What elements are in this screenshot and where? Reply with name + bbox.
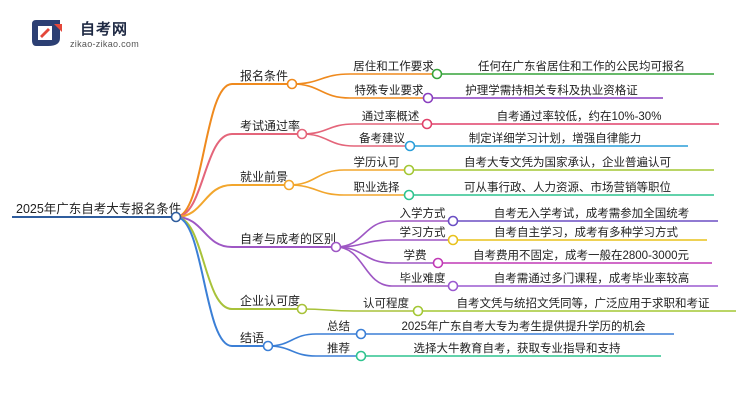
branch-label: 结语 <box>240 331 264 345</box>
branch-connector <box>175 184 233 218</box>
leaf-description: 自考自主学习，成考有多种学习方式 <box>494 225 678 239</box>
leaf-label: 特殊专业要求 <box>355 83 424 97</box>
leaf-connector <box>335 246 393 264</box>
branch-node-dot[interactable] <box>262 340 274 352</box>
leaf-description: 自考文凭与统招文凭同等，广泛应用于求职和考证 <box>457 296 710 310</box>
leaf-description: 选择大牛教育自考，获取专业指导和支持 <box>414 341 621 355</box>
branch-connector <box>175 216 233 248</box>
leaf-label: 学历认可 <box>354 155 400 169</box>
branch-label: 企业认可度 <box>240 293 300 308</box>
leaf-label: 认可程度 <box>363 296 409 310</box>
leaf-description: 自考费用不固定，成考一般在2800-3000元 <box>473 248 689 262</box>
leaf-label: 职业选择 <box>354 180 400 194</box>
leaf-description: 任何在广东省居住和工作的公民均可报名 <box>478 59 685 73</box>
leaf-label: 总结 <box>327 319 350 333</box>
leaf-label: 学费 <box>404 248 427 262</box>
logo-title: 自考网 <box>80 21 129 38</box>
leaf-label: 居住和工作要求 <box>353 59 434 73</box>
branch-label: 自考与成考的区别 <box>240 231 336 246</box>
branch-label: 考试通过率 <box>240 118 300 133</box>
leaf-connector <box>301 123 355 135</box>
leaf-connector <box>301 133 355 147</box>
leaf-connector <box>267 333 317 347</box>
logo-url: zikao-zikao.com <box>70 39 140 49</box>
leaf-connector <box>291 83 351 99</box>
leaf-label: 入学方式 <box>400 206 446 220</box>
leaf-node-dot[interactable] <box>447 280 459 292</box>
leaf-description: 自考通过率较低，约在10%-30% <box>497 109 662 123</box>
branch-connector <box>175 216 233 347</box>
leaf-node-dot[interactable] <box>447 215 459 227</box>
leaf-connector <box>335 246 393 287</box>
site-logo[interactable]: 自考网 zikao-zikao.com <box>28 14 178 54</box>
leaf-node-dot[interactable] <box>432 257 444 269</box>
leaf-connector <box>301 308 355 312</box>
leaf-node-dot[interactable] <box>404 140 416 152</box>
leaf-node-dot[interactable] <box>421 118 433 130</box>
branch-node-dot[interactable] <box>286 78 298 90</box>
leaf-description: 可从事行政、人力资源、市场营销等职位 <box>464 180 671 194</box>
root-node-label: 2025年广东自考大专报名条件 <box>16 201 181 216</box>
branch-connector <box>175 133 233 218</box>
branch-connector <box>175 83 233 218</box>
leaf-node-dot[interactable] <box>447 234 459 246</box>
leaf-label: 毕业难度 <box>400 271 446 285</box>
leaf-description: 护理学需持相关专科及执业资格证 <box>465 83 638 97</box>
leaf-label: 备考建议 <box>359 131 405 145</box>
leaf-description: 制定详细学习计划，增强自律能力 <box>469 131 642 145</box>
leaf-label: 学习方式 <box>400 225 446 239</box>
leaf-label: 通过率概述 <box>362 109 420 123</box>
leaf-label: 推荐 <box>327 341 350 355</box>
branch-label: 报名条件 <box>240 68 288 83</box>
leaf-connector <box>335 239 393 248</box>
leaf-connector <box>288 184 345 196</box>
root-node-dot[interactable] <box>170 211 182 223</box>
leaf-description: 自考无入学考试，成考需参加全国统考 <box>494 206 690 220</box>
leaf-node-dot[interactable] <box>412 305 424 317</box>
leaf-description: 自考需通过多门课程，成考毕业率较高 <box>494 271 690 285</box>
logo-badge-icon <box>32 20 62 46</box>
leaf-node-dot[interactable] <box>355 328 367 340</box>
branch-label: 就业前景 <box>240 169 288 184</box>
branch-node-dot[interactable] <box>296 128 308 140</box>
leaf-description: 2025年广东自考大专为考生提供提升学历的机会 <box>401 319 646 333</box>
leaf-description: 自考大专文凭为国家承认，企业普遍认可 <box>464 155 671 169</box>
leaf-connector <box>267 345 317 357</box>
leaf-node-dot[interactable] <box>403 164 415 176</box>
leaf-node-dot[interactable] <box>355 350 367 362</box>
branch-node-dot[interactable] <box>283 179 295 191</box>
leaf-connector <box>288 169 345 186</box>
leaf-node-dot[interactable] <box>403 189 415 201</box>
leaf-node-dot[interactable] <box>431 68 443 80</box>
branch-node-dot[interactable] <box>296 303 308 315</box>
branch-node-dot[interactable] <box>330 241 342 253</box>
leaf-connector <box>291 73 351 85</box>
leaf-node-dot[interactable] <box>422 92 434 104</box>
